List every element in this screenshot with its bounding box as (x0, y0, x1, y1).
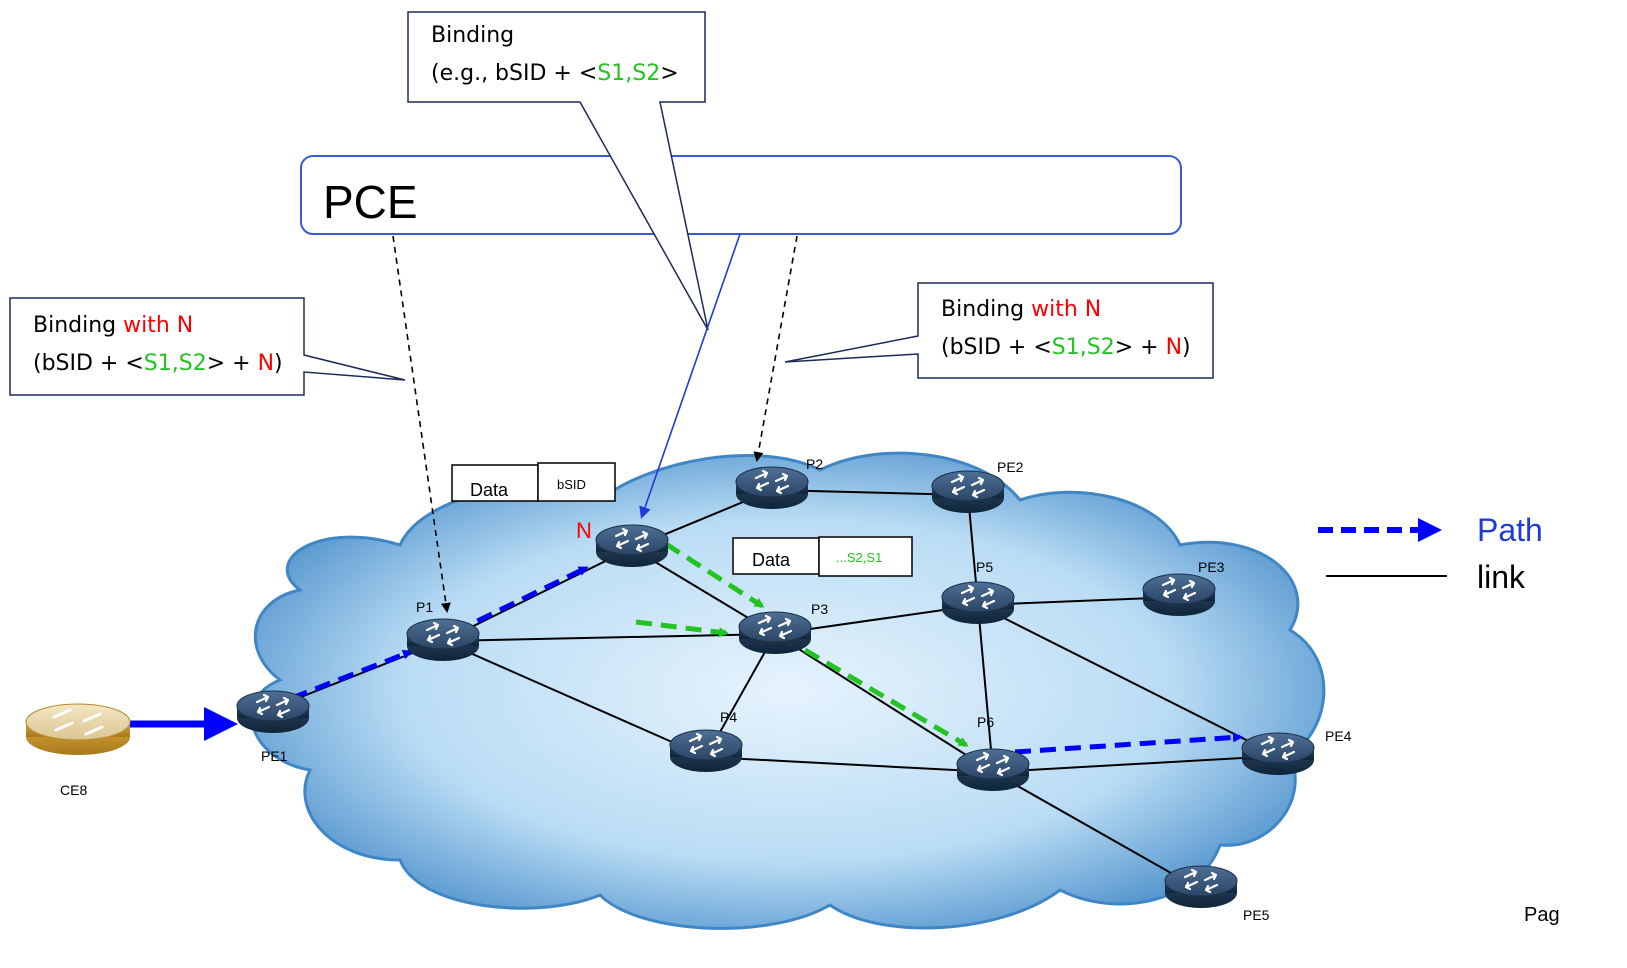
p6-router-icon (955, 747, 1031, 793)
node-label-p6: P6 (977, 714, 994, 730)
node-label-pe3: PE3 (1198, 559, 1225, 575)
pe1-router-icon (235, 689, 311, 735)
node-label-p1: P1 (416, 599, 433, 615)
pe3-router-icon (1141, 572, 1217, 618)
ce8-to-pe1-arrowhead (204, 707, 238, 741)
packet-bsid: Data bSID (451, 462, 616, 502)
callout-binding-right: Binding with N (bSID + <S1,S2> + N) (784, 282, 1214, 379)
legend-link-label: link (1477, 559, 1526, 595)
packet-sid-list: Data ...S2,S1 (732, 536, 913, 577)
callout-binding-top: Binding (e.g., bSID + <S1,S2> (407, 11, 709, 331)
path-inject-p3-green (635, 619, 729, 638)
link-p5-p6 (977, 604, 994, 773)
pce-label: PCE (323, 176, 418, 228)
packet-2-data: Data (752, 550, 791, 570)
legend: Path link (1318, 512, 1543, 595)
node-label-pe1: PE1 (261, 748, 288, 764)
pce-to-p1-dashed (392, 235, 451, 613)
node-label-n: N (576, 518, 592, 543)
node-label-pe4: PE4 (1325, 728, 1352, 744)
p4-router-icon (668, 728, 744, 774)
path-p6-pe4 (1014, 732, 1243, 755)
node-label-ce8: CE8 (60, 782, 87, 798)
link-p5-pe4 (977, 604, 1279, 757)
link-p1-n (442, 547, 633, 642)
pce-to-p2-dashed (753, 235, 798, 462)
link-p3-p6 (774, 633, 994, 773)
node-label-p3: P3 (811, 601, 828, 617)
pce-controller: PCE (300, 155, 1182, 235)
node-label-p5: P5 (976, 559, 993, 575)
pe2-router-icon (930, 469, 1006, 515)
path-pe1-p1 (291, 649, 413, 701)
callout-binding-left: Binding with N (bSID + <S1,S2> + N) (9, 297, 406, 396)
callout-left-line2: (bSID + <S1,S2> + N) (33, 351, 283, 376)
path-p3-p6-green (803, 647, 969, 748)
callout-right-line2: (bSID + <S1,S2> + N) (941, 335, 1191, 360)
p3-router-icon (737, 610, 813, 656)
packet-2-header: ...S2,S1 (836, 550, 882, 565)
packet-1-header: bSID (557, 477, 586, 492)
callout-right-line1: Binding with N (941, 297, 1101, 322)
link-p6-pe5 (992, 771, 1202, 891)
network-cloud (250, 451, 1326, 930)
legend-path-label: Path (1477, 512, 1543, 548)
node-label-pe2: PE2 (997, 459, 1024, 475)
legend-path-arrowhead (1418, 518, 1442, 542)
ce8-router-icon (24, 702, 132, 757)
link-p4-p6 (705, 756, 994, 773)
p2-router-icon (734, 465, 810, 511)
link-p1-p4 (442, 640, 707, 758)
pce-to-n-solid (639, 233, 741, 519)
p5-router-icon (940, 580, 1016, 626)
path-n-p3-green (664, 541, 765, 609)
node-label-pe5: PE5 (1243, 907, 1270, 923)
page-footer: Pag (1524, 904, 1560, 926)
node-label-p2: P2 (806, 456, 823, 472)
node-label-p4: P4 (720, 709, 737, 725)
pe5-router-icon (1163, 864, 1239, 910)
link-p6-pe4 (992, 755, 1279, 773)
p1-router-icon (405, 617, 481, 663)
callout-top-line1: Binding (431, 23, 514, 48)
packet-1-data: Data (470, 480, 509, 500)
callout-left-line1: Binding with N (33, 313, 193, 338)
pe4-router-icon (1240, 731, 1316, 777)
n-router-icon (594, 523, 670, 569)
callout-top-line2: (e.g., bSID + <S1,S2> (431, 61, 679, 86)
